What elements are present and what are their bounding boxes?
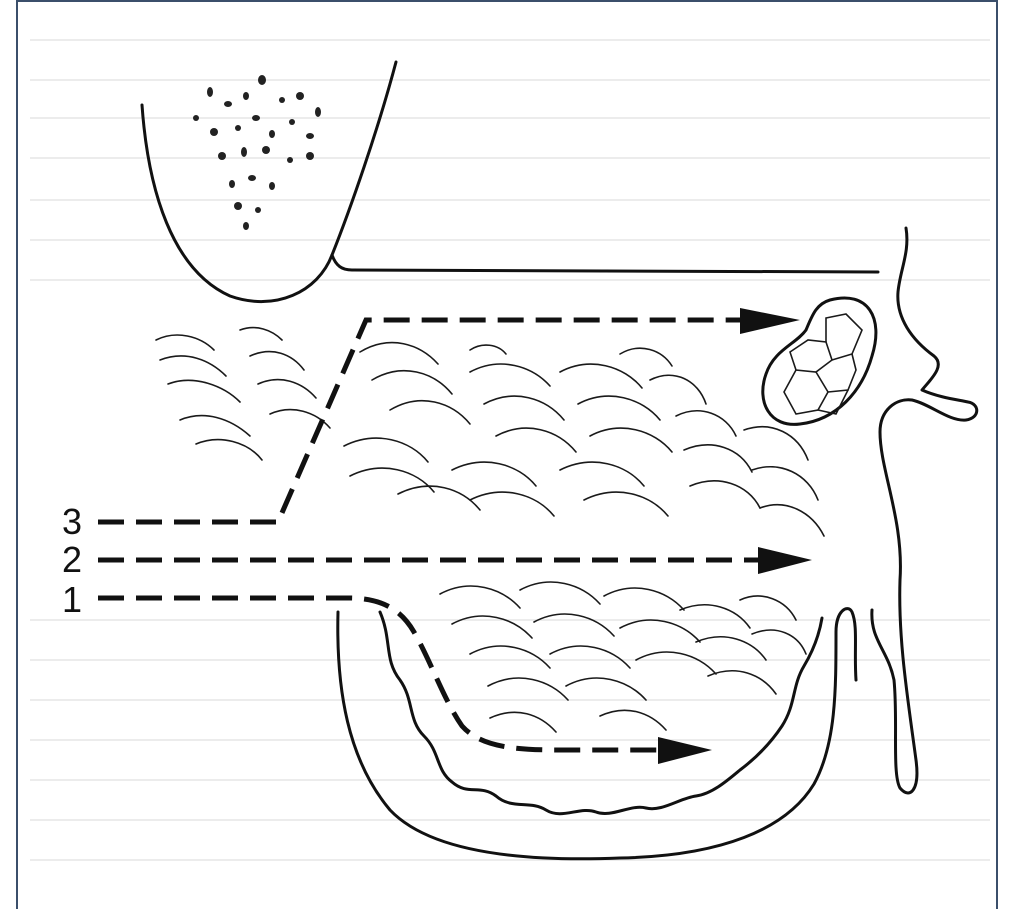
lower-tissue — [440, 582, 806, 732]
upper-tissue — [156, 328, 824, 536]
speck-cluster — [193, 75, 321, 230]
route-1-label: 1 — [62, 579, 82, 620]
show-through-lines — [30, 40, 990, 860]
lower-pouch — [338, 609, 856, 859]
upper-pouch — [142, 62, 878, 302]
route-2-arrow — [98, 547, 812, 574]
right-wall — [872, 228, 977, 793]
route-3-label: 3 — [62, 501, 82, 542]
route-2-label: 2 — [62, 539, 82, 580]
